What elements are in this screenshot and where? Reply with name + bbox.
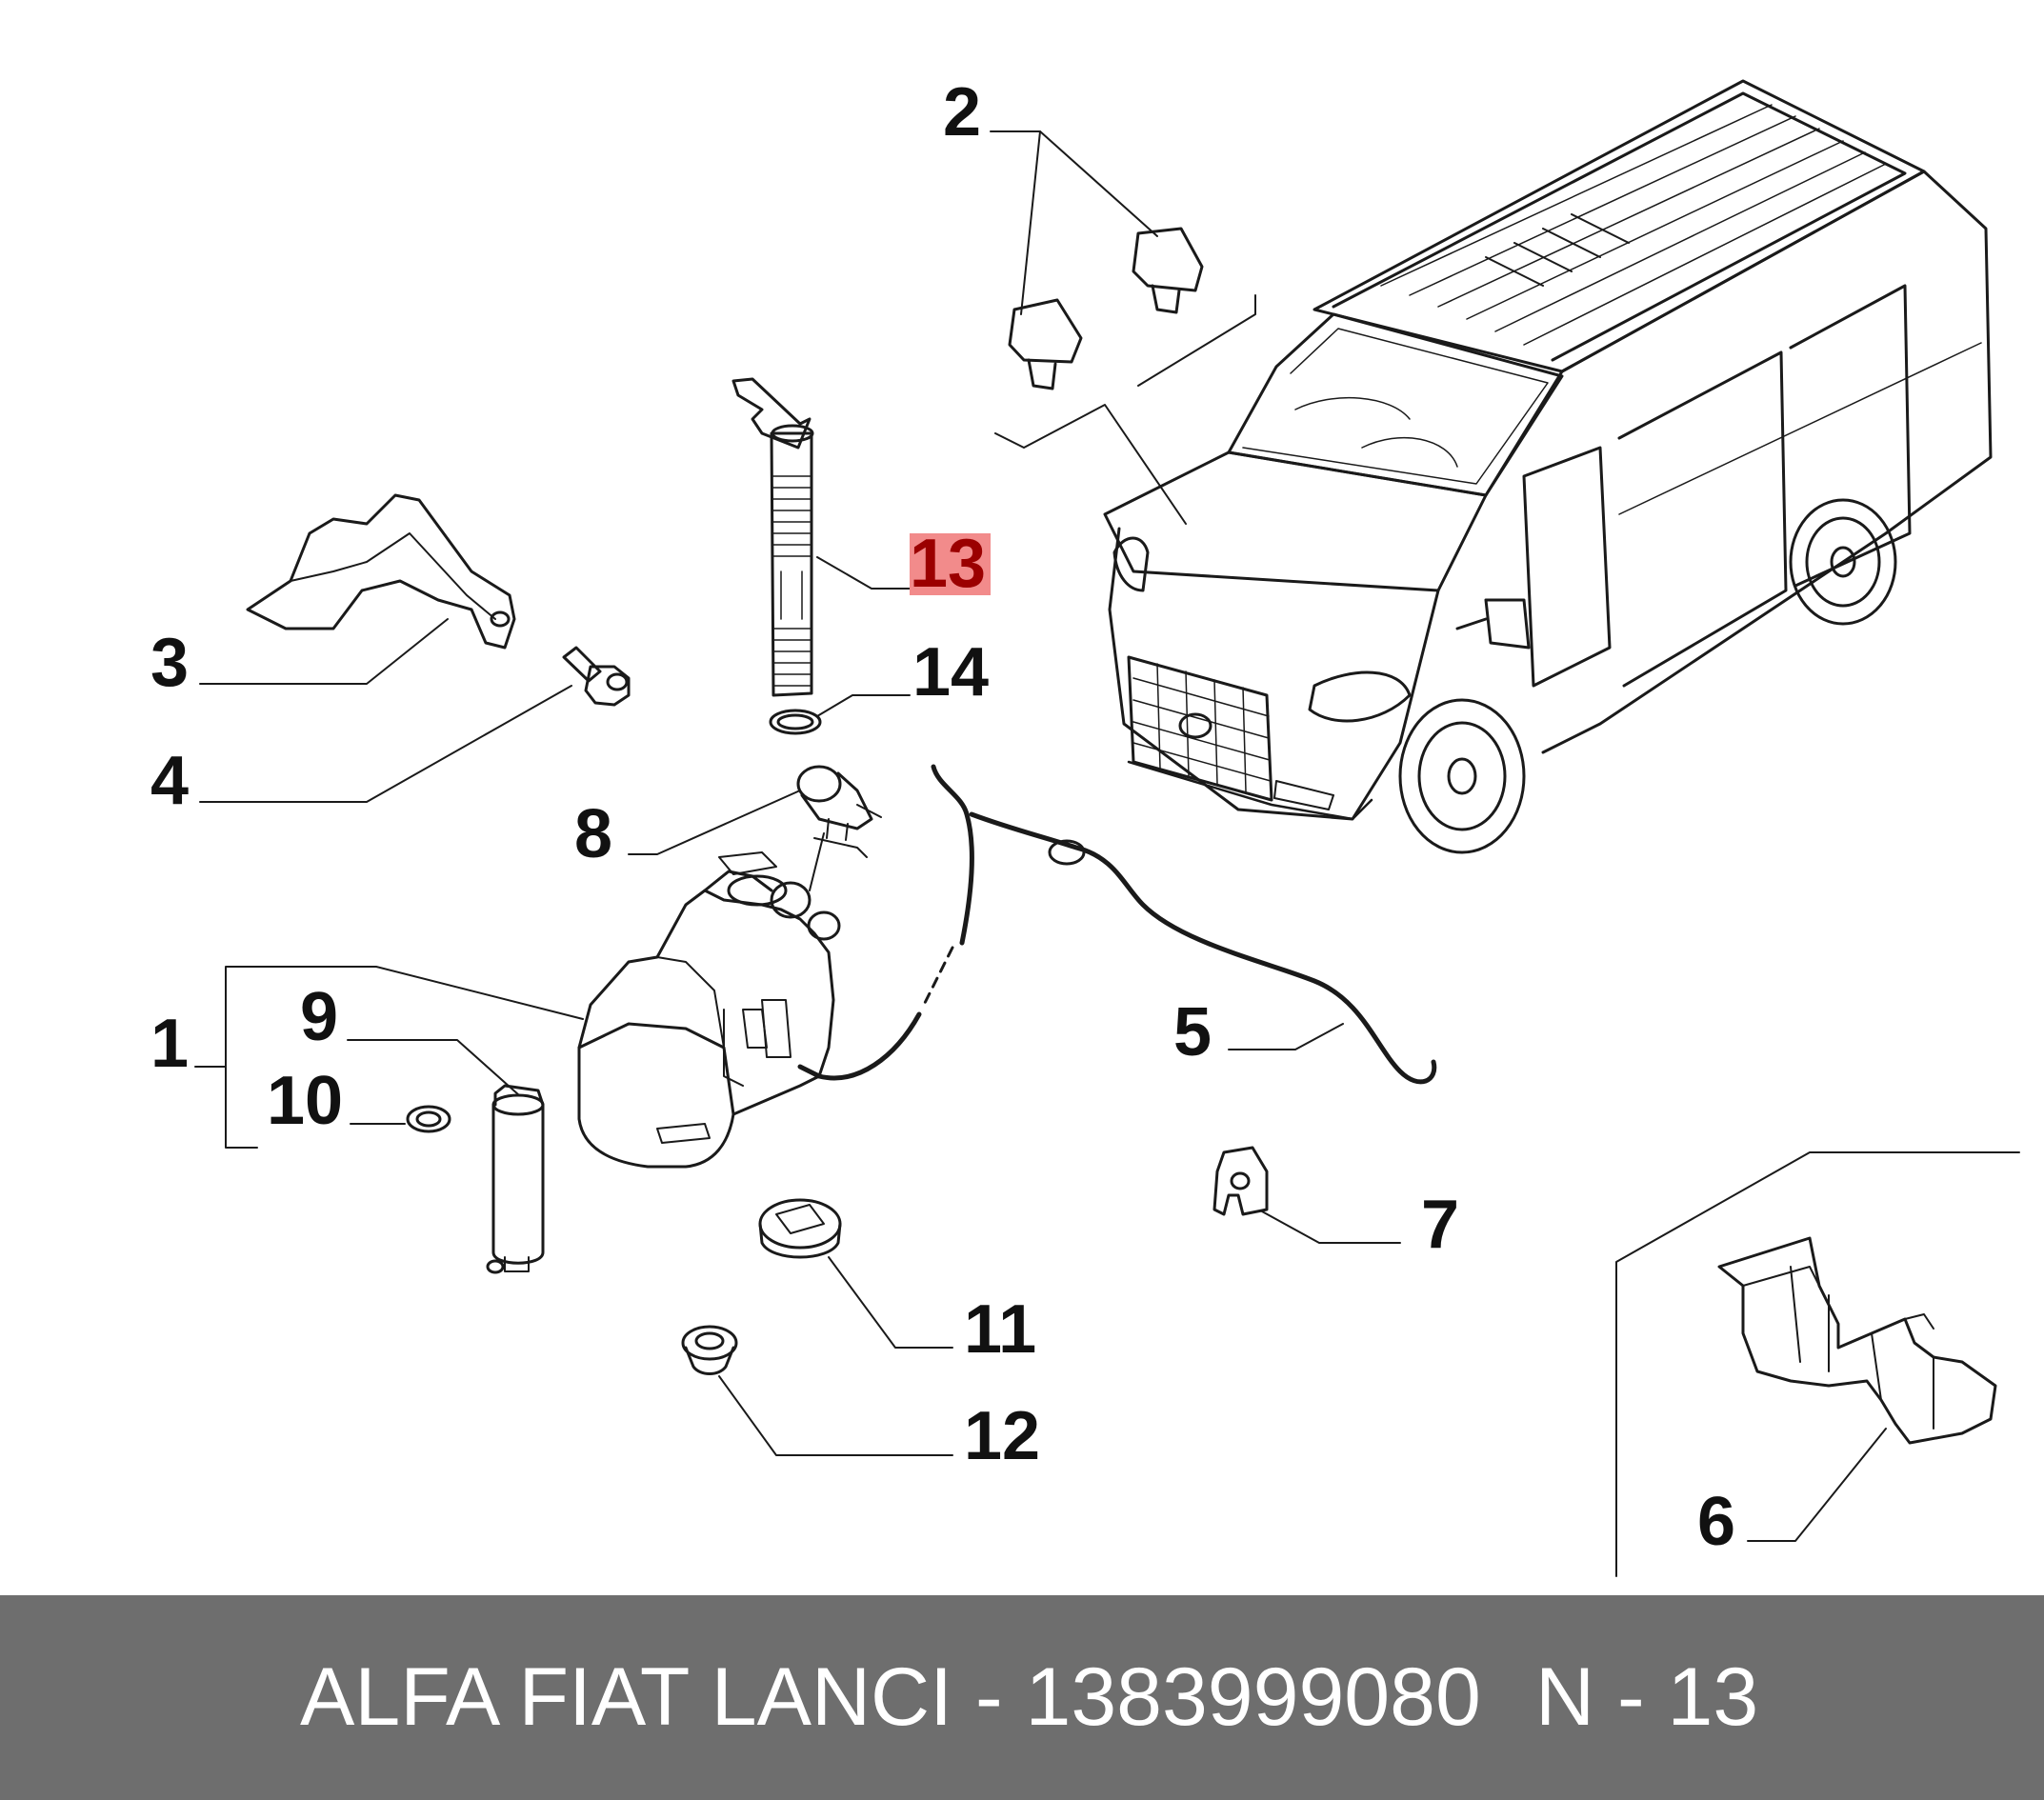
- reservoir-part: [577, 851, 841, 1169]
- washer-nozzle-parts: [994, 227, 1256, 525]
- callout-12: 12: [964, 1398, 1040, 1474]
- clip-part: [1212, 1146, 1269, 1216]
- callout-6: 6: [1697, 1484, 1735, 1560]
- callout-10: 10: [267, 1063, 343, 1139]
- filler-neck-part: [731, 377, 814, 697]
- callout-4: 4: [150, 743, 189, 819]
- grommet-part: [406, 1105, 451, 1133]
- part-number-text: ALFA FIAT LANCI - 1383999080: [300, 1651, 1481, 1743]
- reference-number-text: N - 13: [1535, 1651, 1759, 1743]
- bracket-part: [246, 493, 516, 650]
- callout-5: 5: [1173, 994, 1212, 1070]
- bolt-part: [562, 646, 631, 707]
- callout-14: 14: [912, 634, 989, 710]
- callout-1: 1: [150, 1006, 189, 1082]
- highlight-box-13: [910, 533, 991, 595]
- o-ring-part: [769, 709, 822, 735]
- callout-2: 2: [943, 74, 981, 150]
- diagram-canvas: 1 2 3 4 5 6 7 8 9 10 11 12 13 14: [150, 74, 2020, 1577]
- clip-detail-part: [1615, 1151, 2020, 1577]
- plug-part: [681, 1325, 738, 1375]
- grommet-inner: [415, 1110, 442, 1128]
- callout-11: 11: [964, 1291, 1036, 1368]
- leader-lines: [194, 130, 1887, 1542]
- parts-diagram: 1 2 3 4 5 6 7 8 9 10 11 12 13 14: [150, 74, 2020, 1577]
- van-illustration: [1103, 79, 1993, 854]
- callout-labels: 1 2 3 4 5 6 7 8 9 10 11 12 13 14: [150, 74, 1735, 1560]
- callout-13: 13: [910, 526, 986, 602]
- callout-9: 9: [300, 979, 338, 1055]
- pump-part: [486, 1084, 545, 1274]
- o-ring-inner: [776, 713, 814, 730]
- hose-part: [797, 764, 1437, 1085]
- pump-connector-part: [796, 765, 882, 891]
- callout-7: 7: [1421, 1187, 1459, 1263]
- footer-bar: ALFA FIAT LANCI - 1383999080 N - 13: [0, 1595, 2044, 1800]
- callout-8: 8: [574, 796, 612, 872]
- callout-3: 3: [150, 625, 189, 701]
- cap-part: [758, 1198, 842, 1259]
